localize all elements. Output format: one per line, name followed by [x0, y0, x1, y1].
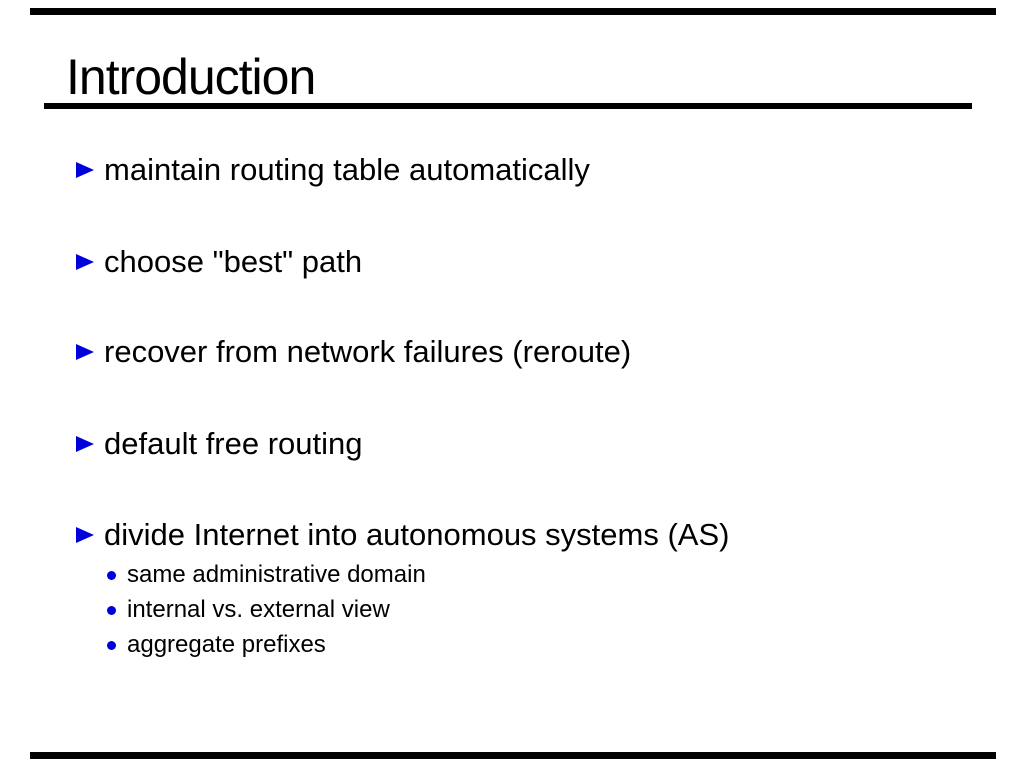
bullet-item: choose "best" path — [76, 242, 362, 282]
sub-bullet-label: aggregate prefixes — [127, 631, 326, 658]
triangle-bullet-icon — [76, 344, 94, 360]
title-underline — [44, 103, 972, 109]
bullet-label: choose "best" path — [104, 244, 363, 279]
triangle-bullet-icon — [76, 436, 94, 452]
bullet-item: maintain routing table automatically — [76, 150, 590, 190]
triangle-bullet-icon — [76, 162, 94, 178]
bullet-label: maintain routing table automatically — [104, 152, 590, 187]
sub-bullet-label: internal vs. external view — [127, 596, 390, 623]
page-title: Introduction — [66, 49, 316, 105]
triangle-bullet-icon — [76, 527, 94, 543]
bullet-item: divide Internet into autonomous systems … — [76, 515, 729, 555]
sub-bullet-item: internal vs. external view — [107, 593, 390, 627]
sub-bullet-item: aggregate prefixes — [107, 628, 326, 662]
sub-bullet-item: same administrative domain — [107, 558, 426, 592]
bullet-label: default free routing — [104, 426, 363, 461]
bullet-item: recover from network failures (reroute) — [76, 332, 631, 372]
bottom-rule — [30, 752, 996, 759]
dot-bullet-icon — [107, 570, 116, 580]
top-rule — [30, 8, 996, 15]
triangle-bullet-icon — [76, 254, 94, 270]
dot-bullet-icon — [107, 640, 116, 650]
bullet-item: default free routing — [76, 424, 363, 464]
bullet-label: divide Internet into autonomous systems … — [104, 517, 730, 552]
dot-bullet-icon — [107, 605, 116, 615]
sub-bullet-label: same administrative domain — [127, 561, 426, 588]
bullet-label: recover from network failures (reroute) — [104, 334, 632, 369]
